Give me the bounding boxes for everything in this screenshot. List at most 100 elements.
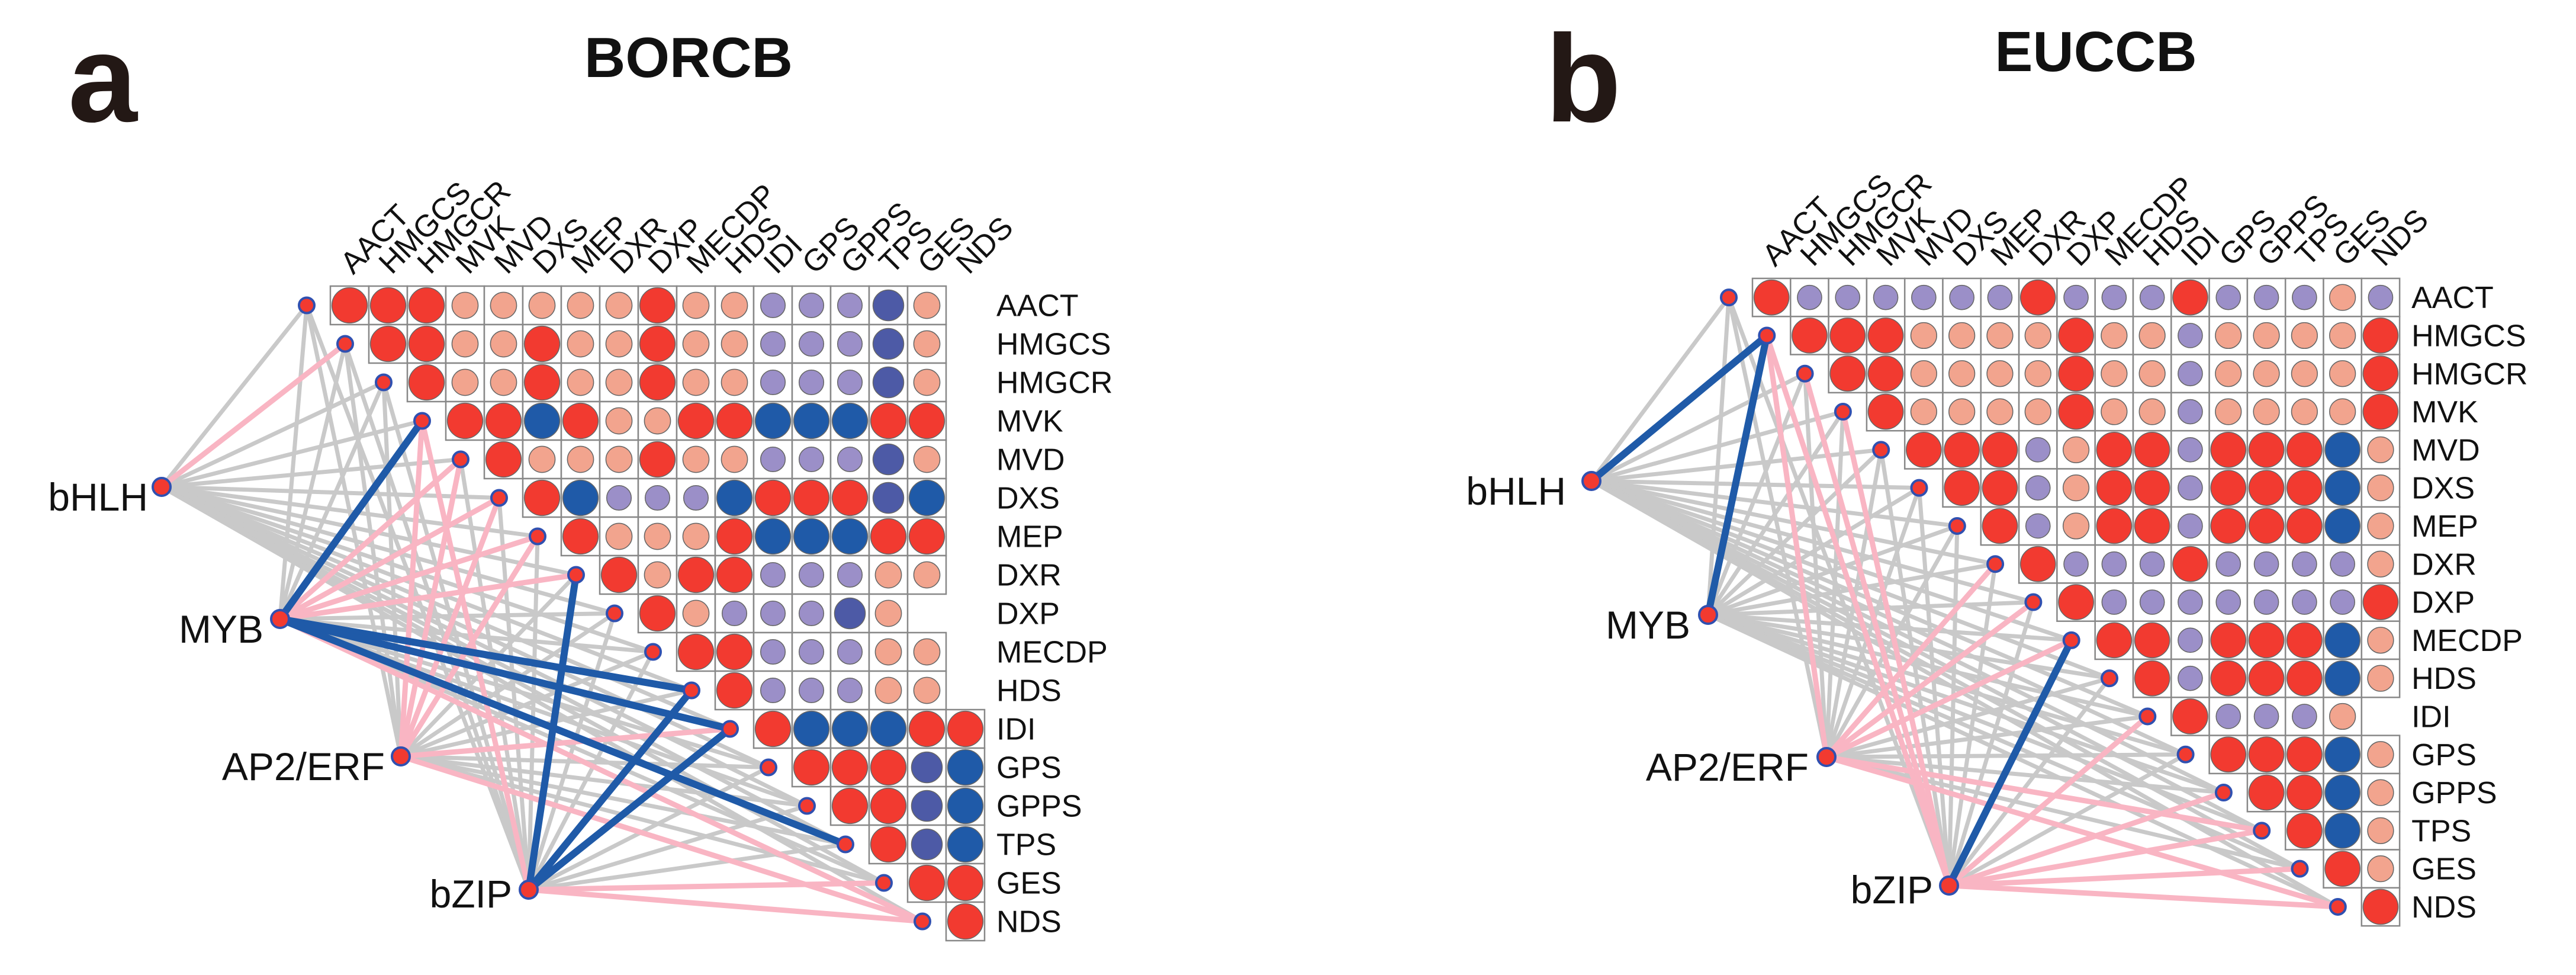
- edge-bhlh-aact: [1589, 295, 1731, 483]
- correlation-dot-mvk-dxr: [605, 407, 633, 435]
- correlation-dot-hmgcs-tps: [2291, 322, 2318, 349]
- edge-bzip-dxs: [497, 496, 531, 892]
- gene-node-hds: [2101, 669, 2118, 688]
- edge-myb-hmgcs: [278, 342, 348, 621]
- correlation-dot-gpps-ges: [2324, 774, 2360, 811]
- edge-ap2-erf-gpps: [398, 754, 809, 808]
- edge-ap2-erf-dxp: [1824, 599, 2036, 760]
- correlation-dot-mecdp-hds: [716, 633, 753, 671]
- row-label: IDI: [2411, 700, 2450, 734]
- gene-node-gps: [2176, 745, 2195, 764]
- correlation-dot-dxs-hds: [2134, 470, 2170, 506]
- row-label: DXS: [2411, 472, 2475, 506]
- correlation-dot-mvd-mecdp: [682, 445, 710, 473]
- edge-myb-nds: [277, 616, 925, 924]
- row-label: AACT: [996, 289, 1079, 323]
- correlation-dot-dxs-hds: [716, 479, 753, 517]
- tf-node-myb: [1698, 605, 1718, 625]
- tf-label: MYB: [1606, 603, 1690, 647]
- correlation-dot-aact-dxp: [2063, 284, 2089, 310]
- correlation-dot-mvd-gpps: [2248, 432, 2285, 468]
- row-label: GPS: [2411, 738, 2477, 772]
- edge-ap2-erf-gps: [1824, 752, 2188, 759]
- edge-ap2-erf-tps: [1824, 754, 2265, 833]
- correlation-dot-hds-ges: [2324, 660, 2360, 697]
- correlation-dot-mep-idi: [2178, 513, 2203, 539]
- correlation-dot-ges-ges: [2324, 851, 2360, 887]
- row-label: GES: [2411, 852, 2477, 887]
- correlation-dot-aact-mep: [567, 291, 594, 319]
- correlation-dot-dxr-mecdp: [677, 556, 715, 594]
- correlation-dot-hmgcs-gps: [2215, 322, 2242, 349]
- correlation-dot-hmgcs-mvk: [1867, 317, 1904, 354]
- correlation-dot-hmgcr-hmgcr: [1829, 355, 1866, 392]
- correlation-dot-dxr-mecdp: [2101, 551, 2127, 577]
- correlation-dot-mecdp-gps: [798, 639, 825, 665]
- correlation-dot-gps-gpps: [2248, 736, 2285, 773]
- edge-bzip-hmgcr: [1802, 371, 1952, 889]
- correlation-dot-mep-idi: [754, 518, 792, 555]
- edge-bzip-mecdp: [1945, 636, 2075, 889]
- edge-bzip-ges: [1946, 866, 2302, 889]
- correlation-dot-mecdp-gpps: [837, 639, 863, 665]
- correlation-dot-hmgcs-mecdp: [682, 330, 710, 358]
- correlation-dot-aact-mep: [1987, 284, 2013, 310]
- row-label: GES: [996, 867, 1062, 901]
- correlation-dot-aact-aact: [331, 287, 368, 324]
- correlation-dot-gps-ges: [2324, 736, 2360, 773]
- correlation-dot-dxp-gps: [798, 600, 825, 627]
- edge-bzip-nds: [1946, 883, 2341, 910]
- correlation-dot-dxs-mep: [1982, 470, 2018, 506]
- row-label: MECDP: [2411, 624, 2523, 658]
- correlation-dot-mvk-dxp: [2058, 393, 2094, 430]
- gene-node-tps: [837, 835, 854, 854]
- correlation-dot-mep-dxr: [2025, 513, 2051, 539]
- correlation-dot-hmgcs-ges: [2329, 322, 2356, 349]
- gene-node-gps: [760, 758, 777, 777]
- correlation-dot-hds-tps: [2286, 660, 2323, 697]
- correlation-dot-dxs-nds: [2367, 474, 2394, 502]
- correlation-dot-tps-ges: [2324, 813, 2360, 849]
- correlation-dot-hmgcr-nds: [2362, 355, 2399, 392]
- correlation-dot-dxs-gps: [793, 479, 830, 517]
- correlation-dot-mvk-gps: [793, 402, 830, 440]
- correlation-dot-mep-dxp: [644, 522, 671, 550]
- edge-myb-hds: [276, 615, 695, 694]
- gene-node-ges: [2291, 859, 2309, 878]
- correlation-dot-mvk-tps: [2291, 398, 2318, 425]
- correlation-dot-hds-gpps: [837, 677, 863, 704]
- correlation-dot-mep-hds: [2134, 508, 2170, 544]
- correlation-dot-ges-nds: [947, 864, 984, 902]
- correlation-dot-hmgcs-dxr: [605, 330, 633, 358]
- correlation-dot-dxp-idi: [760, 600, 786, 627]
- correlation-dot-gps-tps: [2286, 736, 2323, 773]
- row-label: DXR: [996, 559, 1062, 593]
- correlation-dot-dxr-dxr: [2019, 546, 2056, 582]
- edge-bzip-mvd: [1879, 447, 1951, 888]
- correlation-dot-gps-nds: [2367, 741, 2394, 768]
- correlation-dot-dxr-idi: [2172, 546, 2208, 582]
- correlation-dot-aact-hmgcs: [1797, 284, 1822, 310]
- correlation-dot-hmgcr-dxp: [639, 364, 676, 401]
- edge-ap2-erf-aact: [1726, 295, 1829, 759]
- edge-bzip-tps: [526, 842, 848, 892]
- correlation-dot-gps-gps: [2210, 736, 2247, 773]
- row-label: DXS: [996, 482, 1060, 516]
- correlation-dot-aact-mvk: [1873, 284, 1899, 310]
- edge-ap2-erf-hmgcs: [343, 342, 403, 759]
- correlation-dot-aact-hmgcr: [1835, 284, 1861, 310]
- edge-bzip-idi: [525, 725, 734, 893]
- correlation-dot-hmgcr-gps: [2215, 360, 2242, 387]
- correlation-dot-mvk-gpps: [2253, 398, 2280, 425]
- edge-bzip-gps: [1947, 752, 2188, 888]
- correlation-dot-mep-mecdp: [2096, 508, 2133, 544]
- correlation-dot-mep-nds: [2367, 512, 2394, 540]
- correlation-dot-gpps-gpps: [2248, 774, 2285, 811]
- gene-node-mvd: [1872, 441, 1890, 459]
- correlation-dot-dxs-dxp: [2062, 474, 2090, 502]
- correlation-dot-mvd-mep: [1982, 432, 2018, 468]
- edge-myb-hmgcr: [278, 380, 386, 621]
- correlation-dot-mecdp-mecdp: [677, 633, 715, 671]
- correlation-dot-dxp-hds: [2139, 589, 2165, 615]
